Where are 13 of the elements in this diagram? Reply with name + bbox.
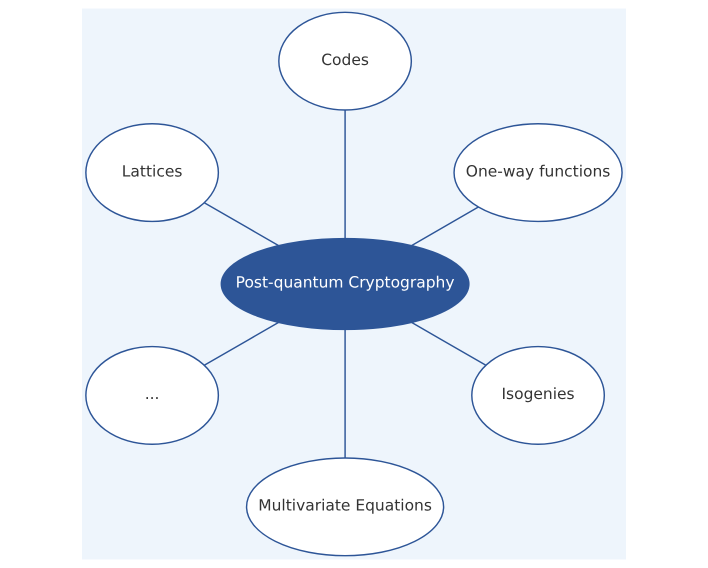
connector — [204, 322, 279, 366]
connector — [411, 322, 486, 366]
node-ellipse: One-way functions — [453, 123, 623, 222]
node-ellipse: Post-quantum Cryptography — [220, 238, 470, 330]
connector — [411, 206, 479, 246]
node-ellipse: Isogenies — [471, 346, 606, 445]
connector — [344, 110, 346, 238]
connector — [204, 202, 279, 246]
connector — [344, 330, 346, 458]
node-ellipse: Lattices — [85, 123, 220, 222]
node-ellipse: Multivariate Equations — [246, 457, 444, 556]
node-ellipse: Codes — [278, 12, 412, 111]
node-ellipse: ... — [85, 346, 220, 445]
